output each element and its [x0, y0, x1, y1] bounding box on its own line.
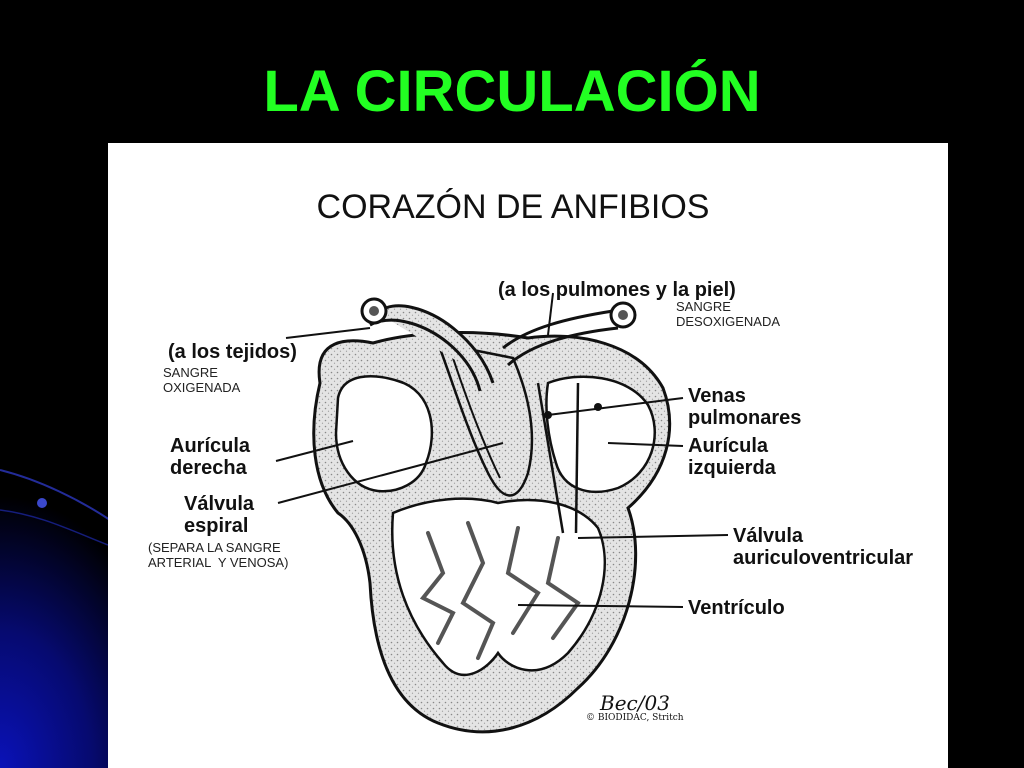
label-pulmonary-veins: Venas pulmonares — [688, 385, 802, 429]
note-oxygenated: SANGRE OXIGENADA — [163, 365, 241, 395]
artist-signature: Bec/03 — [600, 691, 670, 715]
label-spiral-valve: Válvula espiral — [184, 493, 255, 537]
diagram-title: CORAZÓN DE ANFIBIOS — [316, 188, 710, 226]
note-deoxygenated: SANGRE DESOXIGENADA — [676, 299, 781, 329]
label-right-atrium: Aurícula derecha — [170, 435, 251, 479]
slide-title: LA CIRCULACIÓN — [263, 59, 761, 124]
label-ventricle: Ventrículo — [688, 597, 785, 619]
label-to-lungs-skin: (a los pulmones y la piel) — [498, 279, 736, 301]
label-left-atrium: Aurícula izquierda — [688, 435, 776, 479]
label-to-tissues: (a los tejidos) — [168, 341, 297, 363]
amphibian-heart-illustration — [275, 292, 729, 734]
image-credit: © BIODIDAC, Stritch — [586, 713, 684, 723]
diagram-panel: CORAZÓN DE ANFIBIOS (a los pulmones y la… — [108, 143, 948, 768]
note-separates-blood: (SEPARA LA SANGRE ARTERIAL Y VENOSA) — [148, 540, 289, 570]
label-av-valve: Válvula auriculoventricular — [733, 525, 914, 569]
